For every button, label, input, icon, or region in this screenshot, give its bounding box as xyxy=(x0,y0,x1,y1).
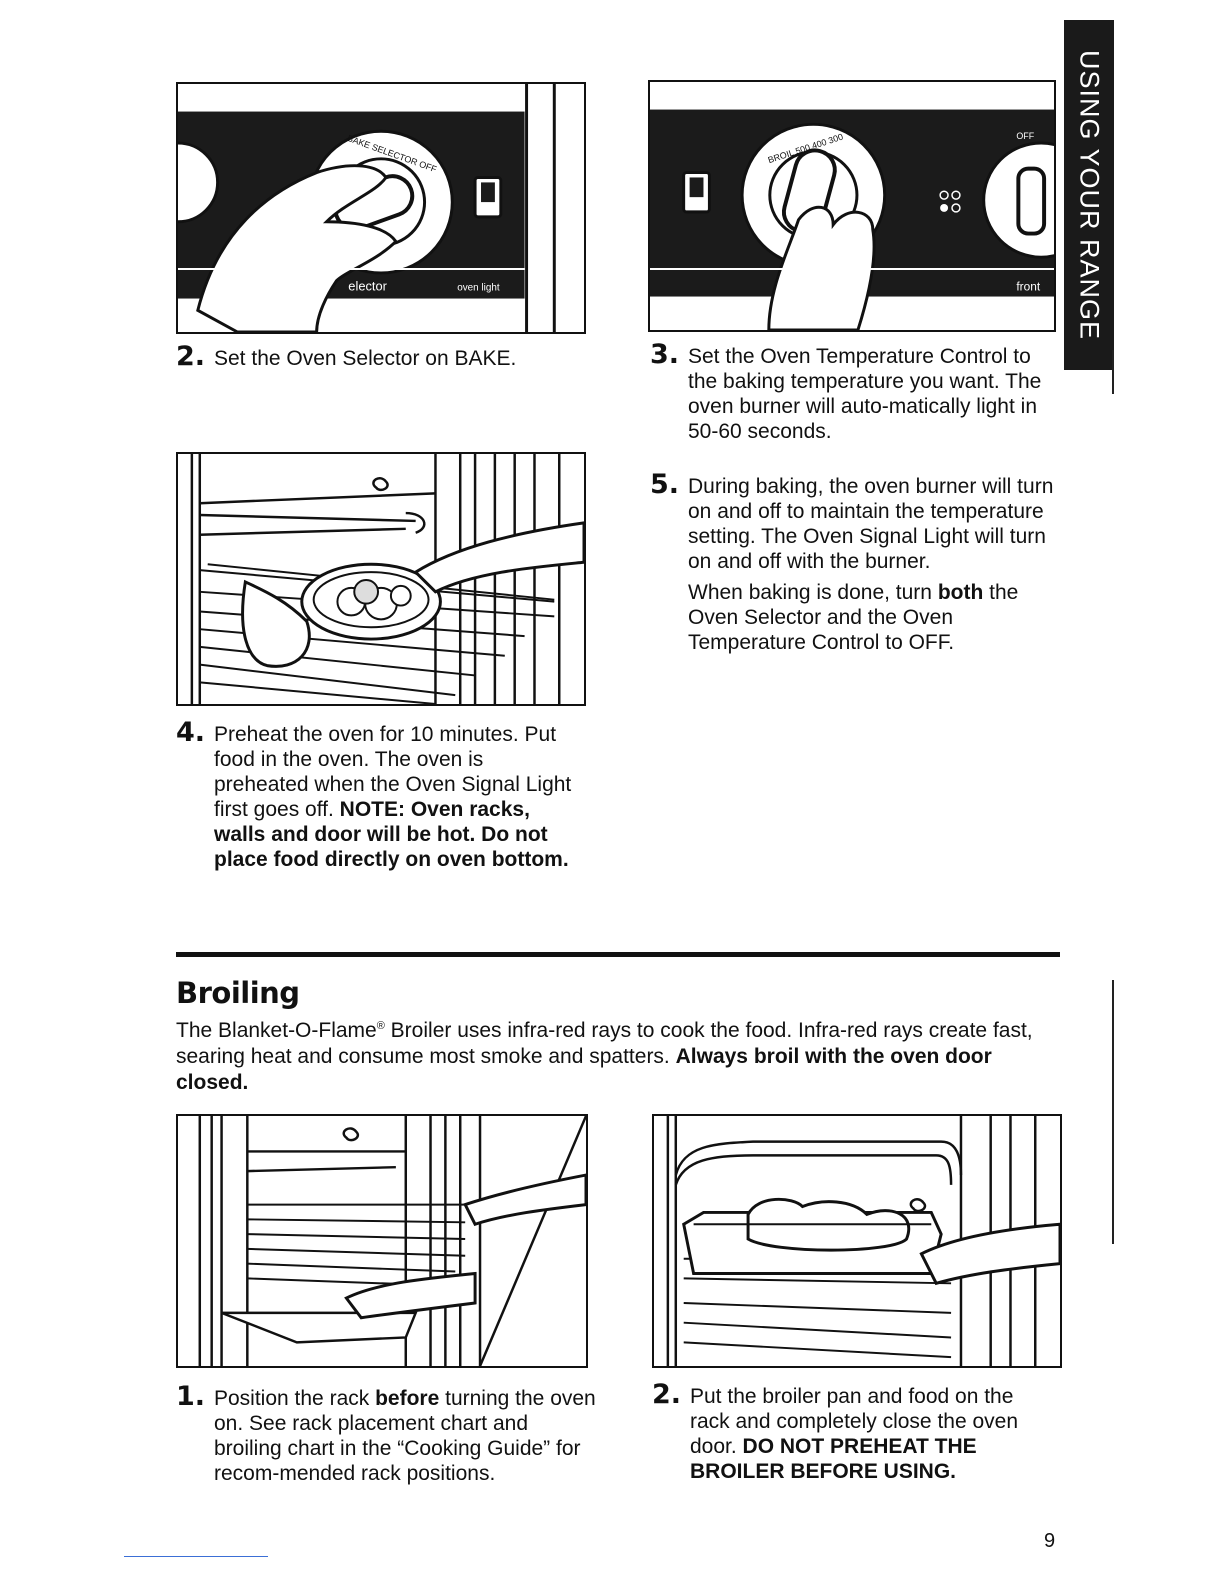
bold-text: NOTE: Oven racks, walls and door will be… xyxy=(214,798,569,871)
step-text: Put the broiler pan and food on the rack… xyxy=(690,1384,1052,1484)
side-rule-top xyxy=(1112,350,1114,394)
paragraph: Set the Oven Selector on BAKE. xyxy=(214,346,596,371)
step-4-preheat: 4. Preheat the oven for 10 minutes. Put … xyxy=(176,717,576,872)
body-text: Set the Oven Selector on BAKE. xyxy=(214,347,517,370)
body-text: Position the rack xyxy=(214,1387,376,1410)
body-text: Put the broiler pan and food on the rack… xyxy=(690,1385,1019,1458)
temperature-control-illustration: np front OFF BROIL 500 400 300 xyxy=(648,80,1056,332)
oven-food-illustration xyxy=(176,452,586,706)
broil-step-2: 2. Put the broiler pan and food on the r… xyxy=(652,1379,1052,1484)
body-text: Set the Oven Temperature Control to the … xyxy=(688,345,1042,443)
body-text: The Blanket-O-Flame xyxy=(176,1019,377,1042)
body-text: turning the oven on. See rack placement … xyxy=(214,1387,596,1485)
section-tab-label: USING YOUR RANGE xyxy=(1074,49,1105,341)
oven-light-label-text: oven light xyxy=(457,283,500,294)
step-text: Position the rack before turning the ove… xyxy=(214,1386,596,1486)
page-number: 9 xyxy=(1044,1530,1056,1552)
broiling-heading: Broiling xyxy=(176,976,300,1010)
body-text: the Oven Selector and the Oven Temperatu… xyxy=(688,581,1019,654)
selector-label-text: elector xyxy=(348,279,387,294)
paragraph: Preheat the oven for 10 minutes. Put foo… xyxy=(214,722,576,872)
paragraph: Position the rack before turning the ove… xyxy=(214,1386,596,1486)
paragraph: Set the Oven Temperature Control to the … xyxy=(688,344,1050,444)
broiler-pan-illustration xyxy=(652,1114,1062,1368)
broil-step-1: 1. Position the rack before turning the … xyxy=(176,1381,596,1486)
bold-text: DO NOT PREHEAT THE BROILER BEFORE USING. xyxy=(690,1435,977,1483)
paragraph: When baking is done, turn both the Oven … xyxy=(688,580,1060,655)
step-number: 4. xyxy=(176,717,206,748)
step-text: Set the Oven Temperature Control to the … xyxy=(688,344,1050,444)
step-number: 3. xyxy=(650,339,680,370)
step-5-during-baking: 5. During baking, the oven burner will t… xyxy=(650,469,1060,655)
bold-text: Always broil with the oven door closed. xyxy=(176,1045,992,1094)
body-text: Broiler uses infra-red rays to cook the … xyxy=(176,1019,1033,1068)
broiling-intro: The Blanket-O-Flame® Broiler uses infra-… xyxy=(176,1013,1046,1096)
step-number: 2. xyxy=(652,1379,682,1410)
step-text: Preheat the oven for 10 minutes. Put foo… xyxy=(214,722,576,872)
paragraph: Put the broiler pan and food on the rack… xyxy=(690,1384,1052,1484)
rack-position-illustration xyxy=(176,1114,588,1368)
body-text: When baking is done, turn xyxy=(688,581,938,604)
registered-mark: ® xyxy=(376,1020,385,1032)
step-3-temperature: 3. Set the Oven Temperature Control to t… xyxy=(650,339,1050,444)
step-number: 2. xyxy=(176,341,206,372)
temp-off-text: OFF xyxy=(1016,131,1034,141)
body-text: Preheat the oven for 10 minutes. Put foo… xyxy=(214,723,572,821)
temp-label-right-text: front xyxy=(1016,280,1040,294)
bold-text: both xyxy=(937,581,984,604)
step-number: 5. xyxy=(650,469,680,500)
body-text: During baking, the oven burner will turn… xyxy=(688,475,1054,573)
step-text: Set the Oven Selector on BAKE. xyxy=(214,346,596,371)
paragraph: During baking, the oven burner will turn… xyxy=(688,474,1060,574)
section-divider xyxy=(176,952,1060,957)
temp-label-left-text: np xyxy=(824,280,838,294)
footnote-line xyxy=(124,1556,268,1557)
bold-text: before xyxy=(375,1387,440,1410)
step-2-selector: 2. Set the Oven Selector on BAKE. xyxy=(176,341,596,372)
oven-selector-illustration: elector oven light BAKE SELECTOR OFF xyxy=(176,82,586,334)
step-text: During baking, the oven burner will turn… xyxy=(688,474,1060,655)
side-rule-bottom xyxy=(1112,980,1114,1244)
step-number: 1. xyxy=(176,1381,206,1412)
section-tab: USING YOUR RANGE xyxy=(1064,20,1114,370)
